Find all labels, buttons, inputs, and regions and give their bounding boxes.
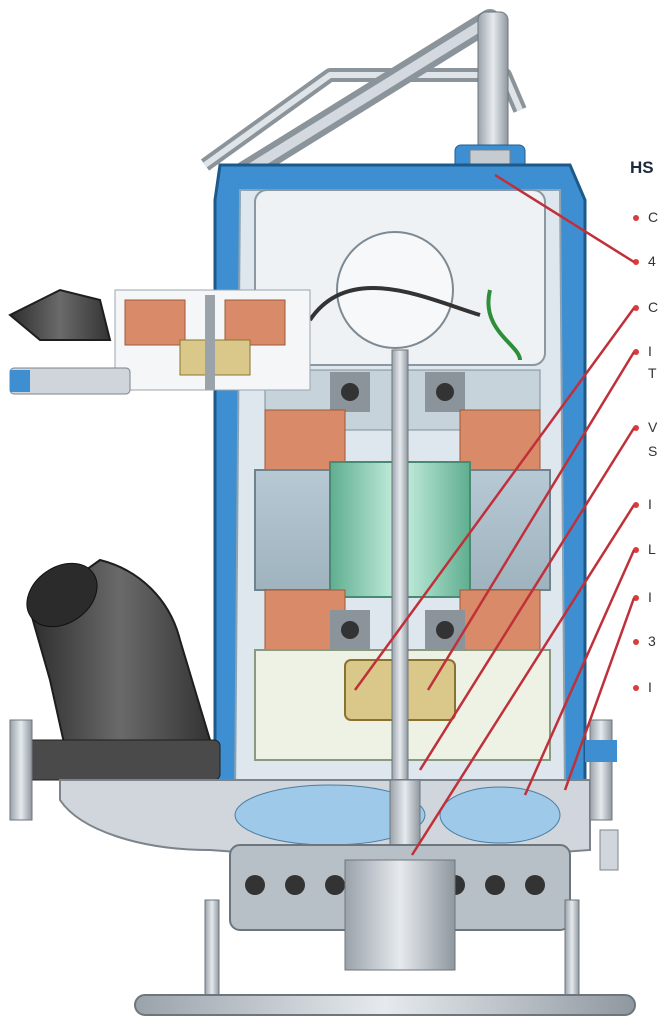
callout-bullet [633,259,639,265]
flange-bolts [9,719,619,871]
callout-label: C [648,299,659,315]
motor-housing [213,163,587,822]
callout-leader-line [523,549,636,796]
callout-label: V [648,419,658,435]
inset-detail-panel [114,289,311,391]
callout-leader-line [563,597,636,791]
callout-bullet [633,639,639,645]
callout-label: L [648,541,656,557]
callout-label: S [648,443,658,459]
callout-label: T [648,365,657,381]
callout-bullet [633,215,639,221]
callout-label: 4 [648,253,656,269]
callout-bullet [633,685,639,691]
callout-label: 3 [648,633,656,649]
main-discharge-elbow [9,558,221,781]
upper-discharge-elbow [8,288,131,395]
callout-leader-line [426,351,636,691]
callout-leader-line [410,504,636,856]
callout-lines [353,173,639,856]
pump-casing [59,779,591,881]
callout-leader-line [494,173,635,264]
callout-leader-line [418,427,636,771]
callout-leader-line [353,307,636,691]
callout-label: I [648,343,652,359]
callout-label: I [648,679,652,695]
callout-label: C [648,209,659,225]
callout-label: I [648,589,652,605]
callout-label: I [648,496,652,512]
callout-bullet [633,305,639,311]
strainer [229,844,571,971]
support-stand [134,899,636,1016]
diagram-title: HS [630,158,654,177]
